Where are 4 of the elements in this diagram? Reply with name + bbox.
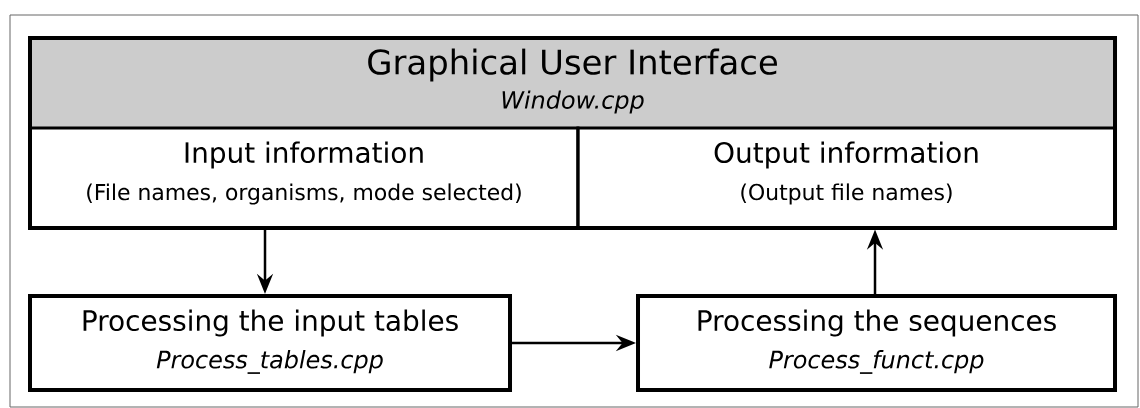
input-cell: Input information (File names, organisms, mode selected) bbox=[28, 126, 580, 230]
output-cell: Output information (Output file names) bbox=[576, 126, 1117, 230]
process-box: Processing the input tables Process_tables.cpp bbox=[28, 294, 512, 392]
process-box: Processing the sequences Process_funct.cpp bbox=[636, 294, 1117, 392]
